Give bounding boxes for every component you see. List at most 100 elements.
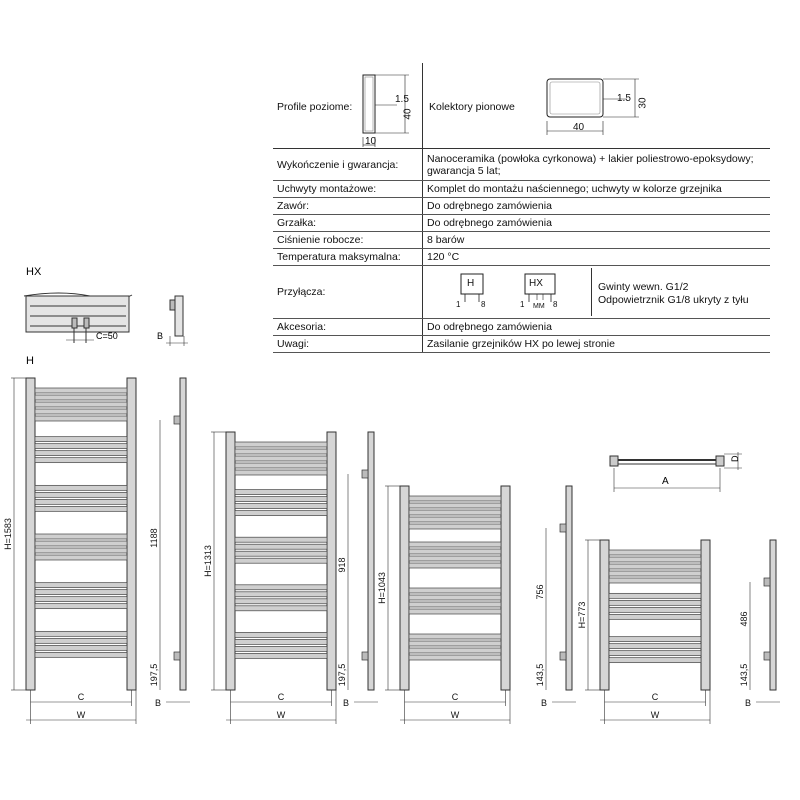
wall-bracket bbox=[173, 415, 181, 425]
spec-row: Akcesoria: Do odrębnego zamówienia bbox=[273, 318, 770, 336]
w-label: W bbox=[451, 710, 460, 720]
horizontal-bar bbox=[234, 550, 328, 557]
horizontal-bar bbox=[234, 489, 328, 495]
connection-hx-box-label: HX bbox=[529, 278, 543, 289]
horizontal-bar bbox=[608, 650, 702, 657]
bracket-offset-label: 143,5 bbox=[739, 664, 749, 687]
horizontal-bar bbox=[408, 502, 502, 509]
horizontal-bar bbox=[234, 469, 328, 476]
collector-cell: Kolektory pionowe 1.5 30 40 bbox=[422, 63, 770, 149]
right-collector bbox=[326, 431, 337, 691]
horizontal-bar bbox=[234, 455, 328, 462]
connection-thread: Gwinty wewn. G1/2 bbox=[598, 281, 689, 293]
horizontal-bar bbox=[34, 401, 128, 408]
left-collector bbox=[225, 431, 236, 691]
side-view bbox=[769, 539, 777, 691]
horizontal-bar bbox=[408, 562, 502, 569]
horizontal-bar bbox=[408, 548, 502, 555]
horizontal-bar bbox=[408, 541, 502, 548]
c-label: C bbox=[652, 692, 659, 702]
horizontal-bar bbox=[34, 603, 128, 610]
horizontal-bar bbox=[608, 606, 702, 613]
horizontal-bar bbox=[34, 637, 128, 644]
wall-bracket bbox=[173, 651, 181, 661]
horizontal-bar bbox=[234, 448, 328, 455]
radiator-models: H=1583CW1188197,5BH=1313CW918197,5BH=104… bbox=[3, 377, 780, 724]
accessories-label: Akcesoria: bbox=[273, 318, 423, 336]
spec-table: Profile poziome: 1.5 40 10 Kolektory bbox=[273, 63, 770, 353]
side-view bbox=[565, 485, 573, 691]
horizontal-bar bbox=[234, 543, 328, 550]
horizontal-bar bbox=[34, 387, 128, 394]
connection-cell: H HX 1 8 1 MM 8 Gwinty wewn. G1/2 Odpowi… bbox=[422, 265, 770, 319]
profile-cell: Profile poziome: 1.5 40 10 bbox=[273, 63, 423, 149]
horizontal-bar bbox=[234, 557, 328, 564]
series-label: H bbox=[26, 355, 34, 367]
horizontal-bar bbox=[234, 510, 328, 516]
horizontal-bar bbox=[34, 505, 128, 512]
height-label: H=1313 bbox=[203, 545, 213, 577]
bracket-spacing-label: 486 bbox=[739, 611, 749, 626]
bracket-spacing-label: 756 bbox=[535, 584, 545, 599]
horizontal-bar bbox=[408, 594, 502, 601]
horizontal-bar bbox=[34, 491, 128, 498]
connection-hx-right-num: 8 bbox=[553, 300, 558, 309]
horizontal-bar bbox=[608, 556, 702, 563]
horizontal-bar bbox=[34, 408, 128, 415]
wall-bracket bbox=[559, 523, 567, 533]
connection-vent: Odpowietrznik G1/8 ukryty z tyłu bbox=[598, 294, 749, 306]
hx-detail-spacing: C=50 bbox=[96, 331, 118, 341]
horizontal-bar bbox=[608, 592, 702, 599]
horizontal-bar bbox=[34, 554, 128, 561]
static-drawings bbox=[23, 292, 742, 492]
connection-hx-left-num: 1 bbox=[520, 300, 525, 309]
spec-value: Do odrębnego zamówienia bbox=[422, 214, 770, 232]
horizontal-bar bbox=[408, 509, 502, 516]
c-label: C bbox=[78, 692, 85, 702]
horizontal-bar bbox=[608, 636, 702, 643]
horizontal-bar bbox=[34, 436, 128, 443]
spec-row: Uwagi: Zasilanie grzejników HX po lewej … bbox=[273, 335, 770, 353]
horizontal-bar bbox=[408, 640, 502, 647]
right-collector bbox=[700, 539, 711, 691]
collector-thickness: 1.5 bbox=[617, 93, 631, 104]
top-view-width: A bbox=[662, 476, 669, 487]
spec-row: Zawór: Do odrębnego zamówienia bbox=[273, 197, 770, 215]
connection-divider bbox=[591, 268, 592, 316]
horizontal-bar bbox=[408, 523, 502, 530]
collector-width: 40 bbox=[573, 122, 585, 133]
horizontal-bar bbox=[234, 503, 328, 509]
horizontal-bar bbox=[234, 496, 328, 502]
spec-value: 8 barów bbox=[422, 231, 770, 249]
w-label: W bbox=[651, 710, 660, 720]
horizontal-bar bbox=[608, 577, 702, 584]
wall-bracket bbox=[763, 651, 771, 661]
horizontal-bar bbox=[234, 584, 328, 591]
spec-row: Temperatura maksymalna: 120 °C bbox=[273, 248, 770, 266]
horizontal-bar bbox=[34, 415, 128, 422]
notes-label: Uwagi: bbox=[273, 335, 423, 353]
height-label: H=773 bbox=[577, 602, 587, 629]
horizontal-bar bbox=[608, 657, 702, 664]
accessories-value: Do odrębnego zamówienia bbox=[422, 318, 770, 336]
left-collector bbox=[25, 377, 36, 691]
right-collector bbox=[500, 485, 511, 691]
horizontal-bar bbox=[408, 555, 502, 562]
horizontal-bar bbox=[34, 596, 128, 603]
spec-row: Grzałka: Do odrębnego zamówienia bbox=[273, 214, 770, 232]
horizontal-profile-drawing bbox=[362, 74, 409, 147]
connection-label: Przyłącza: bbox=[273, 265, 423, 319]
horizontal-bar bbox=[34, 644, 128, 651]
left-collector bbox=[599, 539, 610, 691]
spec-value: Do odrębnego zamówienia bbox=[422, 197, 770, 215]
horizontal-bar bbox=[408, 495, 502, 502]
horizontal-bar bbox=[34, 394, 128, 401]
hx-detail-title: HX bbox=[26, 266, 42, 278]
b-label: B bbox=[155, 698, 161, 708]
bracket-spacing-label: 1188 bbox=[149, 528, 159, 547]
spec-label: Grzałka: bbox=[273, 214, 423, 232]
horizontal-bar bbox=[34, 498, 128, 505]
w-label: W bbox=[77, 710, 86, 720]
w-label: W bbox=[277, 710, 286, 720]
